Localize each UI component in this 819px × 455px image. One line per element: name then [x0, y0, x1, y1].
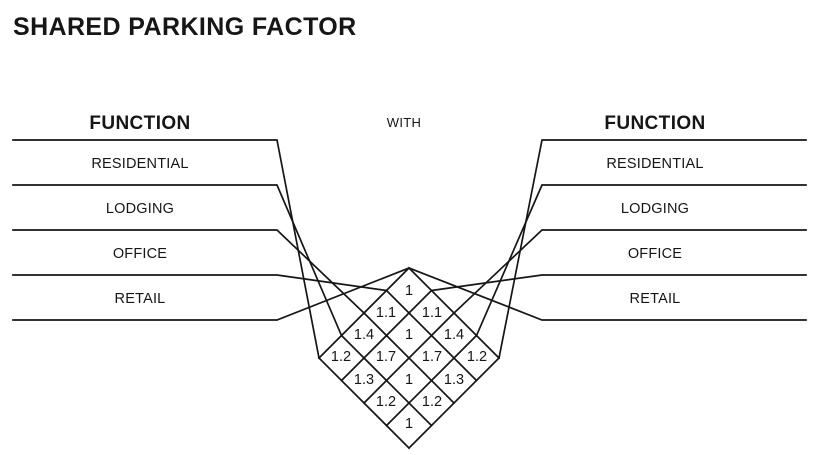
- right-column-header: FUNCTION: [604, 113, 705, 134]
- with-connector-label: WITH: [387, 115, 421, 130]
- row-label: RESIDENTIAL: [91, 156, 188, 172]
- matrix-cell: 1.3: [354, 372, 374, 388]
- row-label: LODGING: [106, 201, 174, 217]
- matrix-cell: 1.4: [354, 327, 374, 343]
- matrix-cell: 1.2: [422, 394, 442, 410]
- matrix-cell: 1.2: [376, 394, 396, 410]
- matrix-cell: 1: [405, 327, 413, 343]
- left-rule-lines: [12, 139, 411, 359]
- left-column-header: FUNCTION: [89, 113, 190, 134]
- row-label: RETAIL: [115, 291, 166, 307]
- matrix-cell: 1: [405, 416, 413, 432]
- matrix-cell: 1.3: [444, 372, 464, 388]
- left-row-labels: RESIDENTIAL LODGING OFFICE RETAIL: [91, 156, 188, 307]
- right-row-labels: RESIDENTIAL LODGING OFFICE RETAIL: [606, 156, 703, 307]
- row-label: OFFICE: [628, 246, 682, 262]
- matrix-cell: 1.2: [467, 349, 487, 365]
- row-label: OFFICE: [113, 246, 167, 262]
- matrix-cell: 1: [405, 283, 413, 299]
- row-label: RESIDENTIAL: [606, 156, 703, 172]
- matrix-cell: 1.1: [376, 305, 396, 321]
- matrix-cell: 1.4: [444, 327, 464, 343]
- diamond-grid-lines: [317, 266, 501, 450]
- matrix-cell: 1.7: [376, 349, 396, 365]
- matrix-cell: 1.1: [422, 305, 442, 321]
- right-rule-lines: [407, 139, 807, 359]
- matrix-cell: 1: [405, 372, 413, 388]
- row-label: LODGING: [621, 201, 689, 217]
- page-title: SHARED PARKING FACTOR: [13, 13, 357, 41]
- matrix-cell: 1.2: [331, 349, 351, 365]
- row-label: RETAIL: [630, 291, 681, 307]
- matrix-cell: 1.7: [422, 349, 442, 365]
